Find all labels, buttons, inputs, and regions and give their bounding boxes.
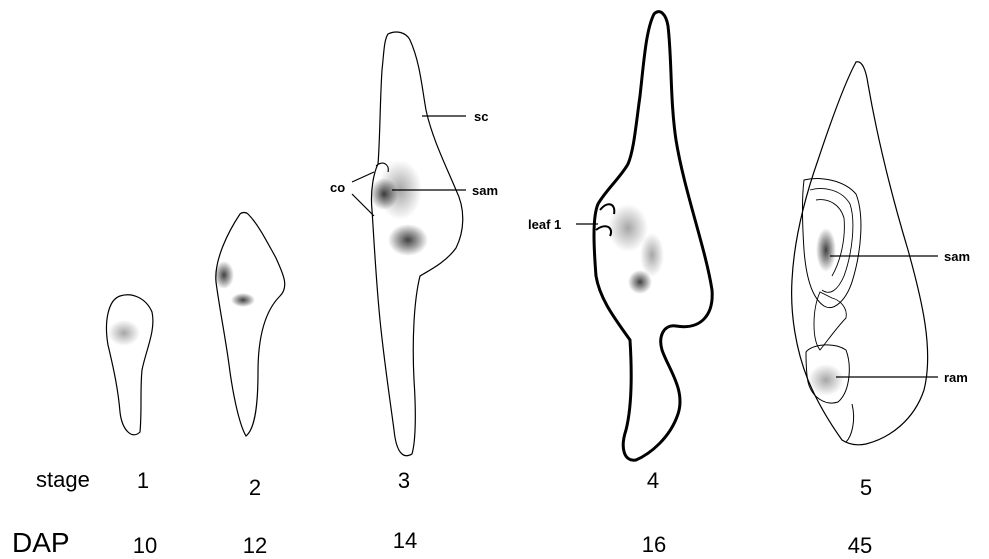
label-sam-stage5: sam: [944, 249, 970, 264]
dap-value-5: 45: [830, 533, 890, 559]
label-sc: sc: [474, 109, 488, 124]
dap-value-4: 16: [624, 532, 684, 558]
stage-number-3: 3: [374, 468, 434, 494]
dap-row-label: DAP: [12, 527, 70, 559]
embryo-stage-4: [594, 12, 712, 461]
embryo-stage-5: [792, 62, 928, 445]
label-co: co: [330, 180, 345, 195]
stage-number-1: 1: [113, 468, 173, 494]
dap-value-3: 14: [375, 528, 435, 554]
label-sam-stage3: sam: [472, 183, 498, 198]
stage-number-2: 2: [225, 475, 285, 501]
stage-row-label: stage: [36, 467, 90, 493]
embryo-stage-2: [214, 213, 285, 437]
dap-value-2: 12: [225, 533, 285, 559]
label-leaf-1: leaf 1: [528, 217, 561, 232]
stage-number-4: 4: [623, 468, 683, 494]
dap-value-1: 10: [115, 533, 175, 559]
stage-number-5: 5: [836, 475, 896, 501]
embryo-stage-1: [107, 295, 153, 435]
embryo-stage-3: [370, 32, 463, 456]
label-ram: ram: [944, 370, 968, 385]
